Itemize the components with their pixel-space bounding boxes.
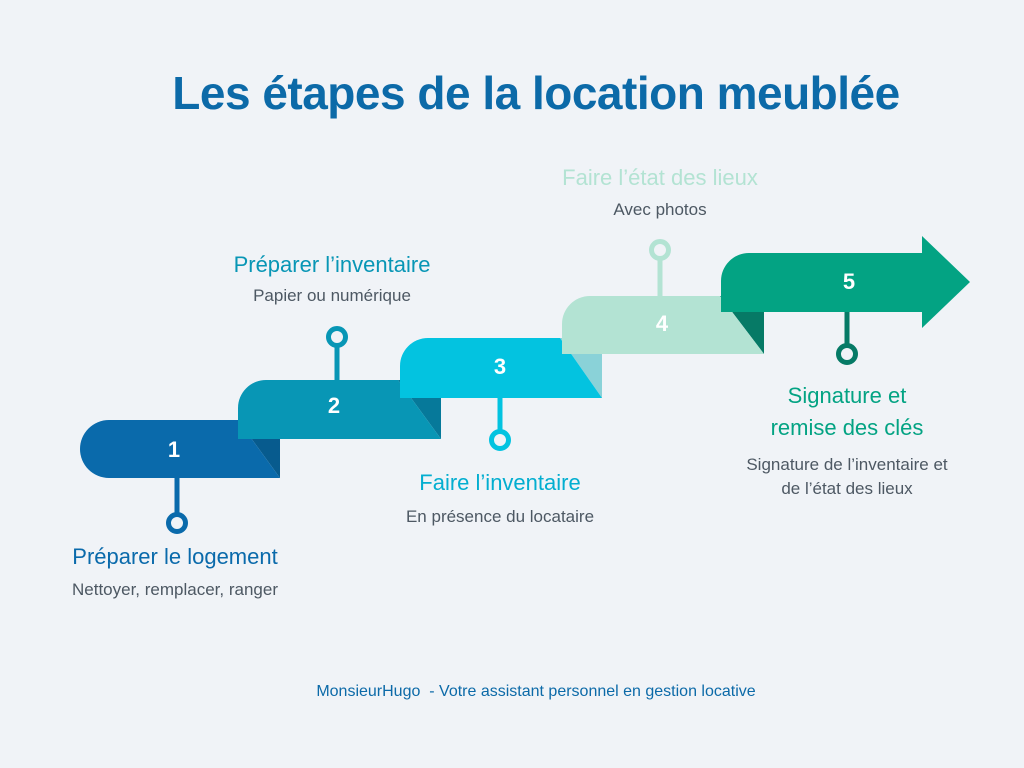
- step-1-number: 1: [168, 437, 180, 462]
- step-5-label-line1: Signature et: [787, 383, 907, 408]
- step-4-sub: Avec photos: [613, 200, 707, 219]
- step-5-sub-line1: Signature de l’inventaire et: [746, 455, 948, 474]
- step-5-arrow-band: [721, 236, 970, 328]
- step-4-number: 4: [656, 311, 669, 336]
- step-3-label: Faire l’inventaire: [419, 470, 581, 495]
- page-title: Les étapes de la location meublée: [172, 67, 900, 119]
- step-2-band: [238, 380, 441, 439]
- pin-4: [649, 239, 671, 296]
- step-2-number: 2: [328, 393, 340, 418]
- pin-2: [326, 326, 348, 380]
- step-1-sub: Nettoyer, remplacer, ranger: [72, 580, 278, 599]
- footer-credit: MonsieurHugo - Votre assistant personnel…: [316, 683, 756, 700]
- step-5-sub: Signature de l’inventaire et de l’état d…: [697, 453, 997, 501]
- step-5-label-line2: remise des clés: [770, 415, 924, 440]
- step-3-band: [400, 338, 602, 398]
- step-2-sub: Papier ou numérique: [253, 286, 411, 305]
- step-1-band: [80, 420, 280, 478]
- step-5-number: 5: [843, 269, 855, 294]
- step-4-label: Faire l’état des lieux: [562, 165, 758, 190]
- step-1-label: Préparer le logement: [72, 544, 278, 569]
- pin-5: [836, 312, 858, 365]
- pin-1: [166, 478, 188, 534]
- step-2-label: Préparer l’inventaire: [233, 252, 431, 277]
- step-5-sub-line2: de l’état des lieux: [781, 479, 913, 498]
- step-5-label: Signature et remise des clés: [697, 380, 997, 444]
- step-3-sub: En présence du locataire: [405, 507, 595, 526]
- pin-3: [489, 398, 511, 451]
- step-3-number: 3: [494, 354, 506, 379]
- step-4-band: [562, 296, 764, 354]
